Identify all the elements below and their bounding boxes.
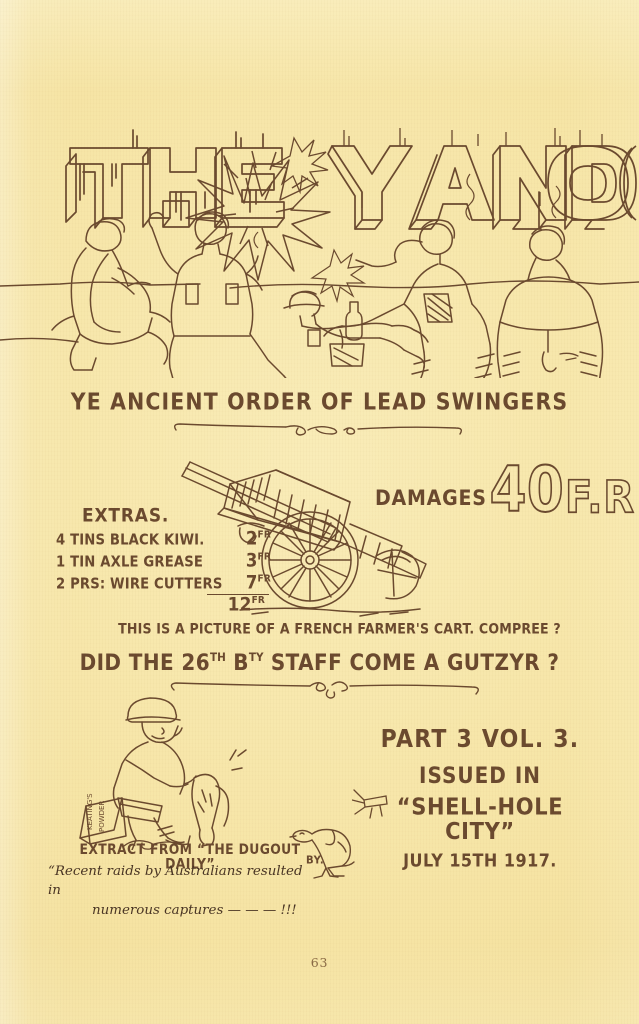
gutzyr-sup-th: TH: [210, 651, 226, 665]
extract-flourish: [120, 836, 190, 852]
svg-text:POWDER: POWDER: [98, 801, 106, 832]
gutzyr-text-2: B: [225, 648, 249, 676]
table-row: 2 PRS: WIRE CUTTERS 7FR: [56, 571, 271, 593]
total-rule: [207, 593, 269, 596]
damages-amount: 40: [489, 454, 565, 527]
figure-prone-soldier: [283, 290, 429, 369]
cart-illustration: [180, 448, 430, 628]
figure-central-soldier: [148, 211, 287, 378]
extract-quote-line-2: numerous captures — — — !!!: [92, 902, 297, 918]
table-row: 1 TIN AXLE GREASE 3FR: [56, 549, 271, 571]
svg-text:KEATING'S: KEATING'S: [86, 793, 94, 830]
figure-seated-soldier-left: [51, 217, 171, 371]
issue-date: JULY 15TH 1917.: [403, 849, 557, 872]
spark-decoration: [352, 786, 392, 820]
extras-table: 4 TINS BLACK KIWI. 2FR 1 TIN AXLE GREASE…: [56, 527, 271, 594]
issue-place: “SHELL-HOLE CITY”: [396, 793, 564, 845]
gutzyr-text-1: DID THE 26: [79, 648, 211, 676]
damages-label: DAMAGES: [375, 485, 487, 511]
table-row: 4 TINS BLACK KIWI. 2FR: [56, 527, 271, 549]
subtitle-flourish: [168, 418, 468, 440]
masthead: [0, 108, 639, 378]
cart-caption: THIS IS A PICTURE OF A FRENCH FARMER'S C…: [118, 620, 561, 637]
extras-item-amount: 2FR: [245, 527, 271, 549]
gutzyr-question: DID THE 26TH BTY STAFF COME A GUTZYR ?: [0, 648, 639, 676]
damages-block: DAMAGES 40 F.R: [375, 457, 635, 524]
extras-item-amount: 3FR: [245, 549, 271, 571]
extract-quote: “Recent raids by Australians resulted in…: [48, 862, 318, 920]
starburst-icon: [185, 150, 331, 281]
extras-price-list: EXTRAS. 4 TINS BLACK KIWI. 2FR 1 TIN AXL…: [56, 504, 271, 617]
extras-item-desc: 2 PRS: WIRE CUTTERS: [56, 576, 223, 594]
figure-hunched-soldier: [496, 225, 604, 378]
extras-item-amount: 7FR: [245, 571, 271, 594]
extract-heading: EXTRACT FROM “THE DUGOUT DAILY”: [79, 840, 301, 872]
issued-in-label: ISSUED IN: [419, 761, 541, 789]
extras-item-desc: 4 TINS BLACK KIWI.: [56, 531, 205, 549]
gutzyr-text-3: STAFF COME A GUTZYR ?: [263, 648, 560, 676]
extract-quote-line-1: “Recent raids by Australians resulted in: [48, 864, 303, 899]
gutzyr-sup-ty: TY: [248, 651, 264, 665]
part-volume: PART 3 VOL. 3.: [380, 725, 580, 754]
extras-item-desc: 1 TIN AXLE GREASE: [56, 554, 204, 571]
damages-currency: F.R: [564, 471, 635, 524]
subtitle: YE ANCIENT ORDER OF LEAD SWINGERS: [70, 388, 569, 416]
figure-reclining-soldier: [323, 219, 495, 378]
running-goose-illustration: [288, 818, 368, 880]
extras-heading: EXTRAS.: [82, 504, 170, 528]
byline: BY.: [306, 854, 325, 867]
masthead-artwork: [0, 128, 639, 378]
gutzyr-flourish: [160, 676, 490, 700]
issue-block: PART 3 VOL. 3. ISSUED IN “SHELL-HOLE CIT…: [360, 725, 600, 872]
extras-total: 12FR: [227, 593, 265, 617]
goose-plucker-illustration: KEATING'S POWDER: [70, 690, 260, 850]
page-number: 63: [310, 955, 329, 970]
